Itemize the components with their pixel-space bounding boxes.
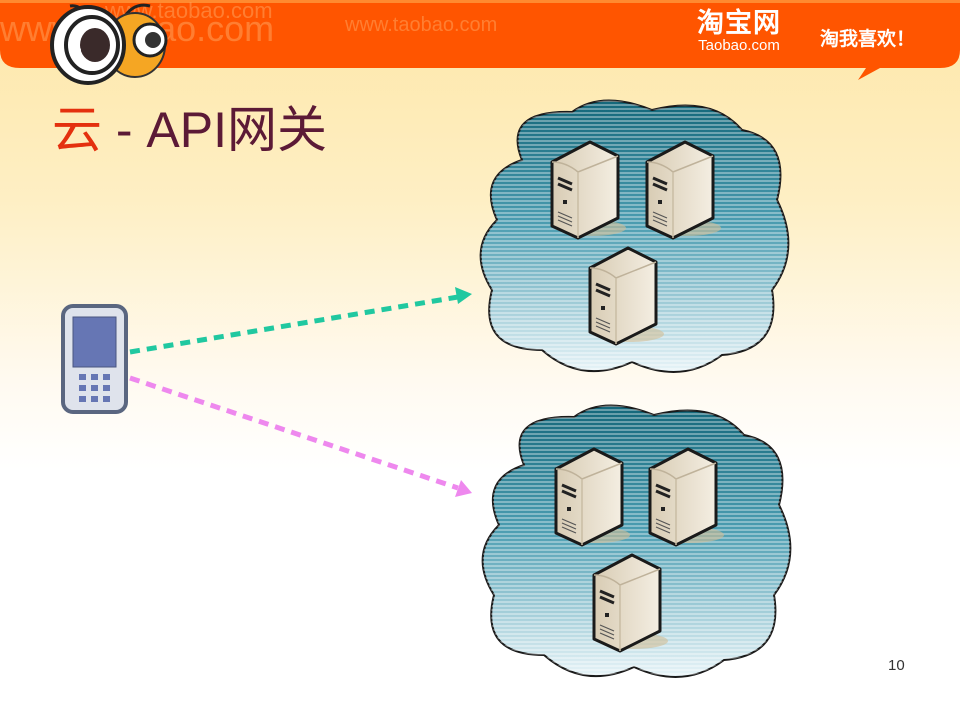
bee-mascot-logo	[50, 3, 168, 85]
cloud-cluster-2	[481, 404, 792, 678]
server-icon	[554, 447, 632, 547]
server-icon	[592, 553, 670, 653]
server-icon	[645, 140, 723, 240]
slogan: 淘我喜欢！	[820, 28, 916, 50]
server-icon	[648, 447, 726, 547]
cloud-cluster-1	[479, 99, 790, 373]
title-cloud: 云	[52, 102, 102, 158]
mobile-phone-icon	[61, 304, 128, 414]
taobao-brand-logo: 淘宝网 Taobao.com	[697, 8, 781, 54]
brand-cn: 淘宝网	[697, 8, 781, 38]
header-bar	[0, 0, 960, 80]
title-api-gateway: - API网关	[102, 102, 328, 158]
server-icon	[588, 246, 666, 346]
page-number: 10	[888, 657, 905, 674]
brand-en: Taobao.com	[698, 37, 780, 54]
header-banner: www.taobao.com www.taobao.com www.taobao…	[0, 0, 960, 85]
slide-title: 云 - API网关	[52, 100, 327, 160]
arrow-to-cluster-1	[129, 287, 472, 355]
server-icon	[550, 140, 628, 240]
arrow-to-cluster-2	[129, 375, 472, 497]
watermark: www.taobao.com	[345, 14, 498, 36]
